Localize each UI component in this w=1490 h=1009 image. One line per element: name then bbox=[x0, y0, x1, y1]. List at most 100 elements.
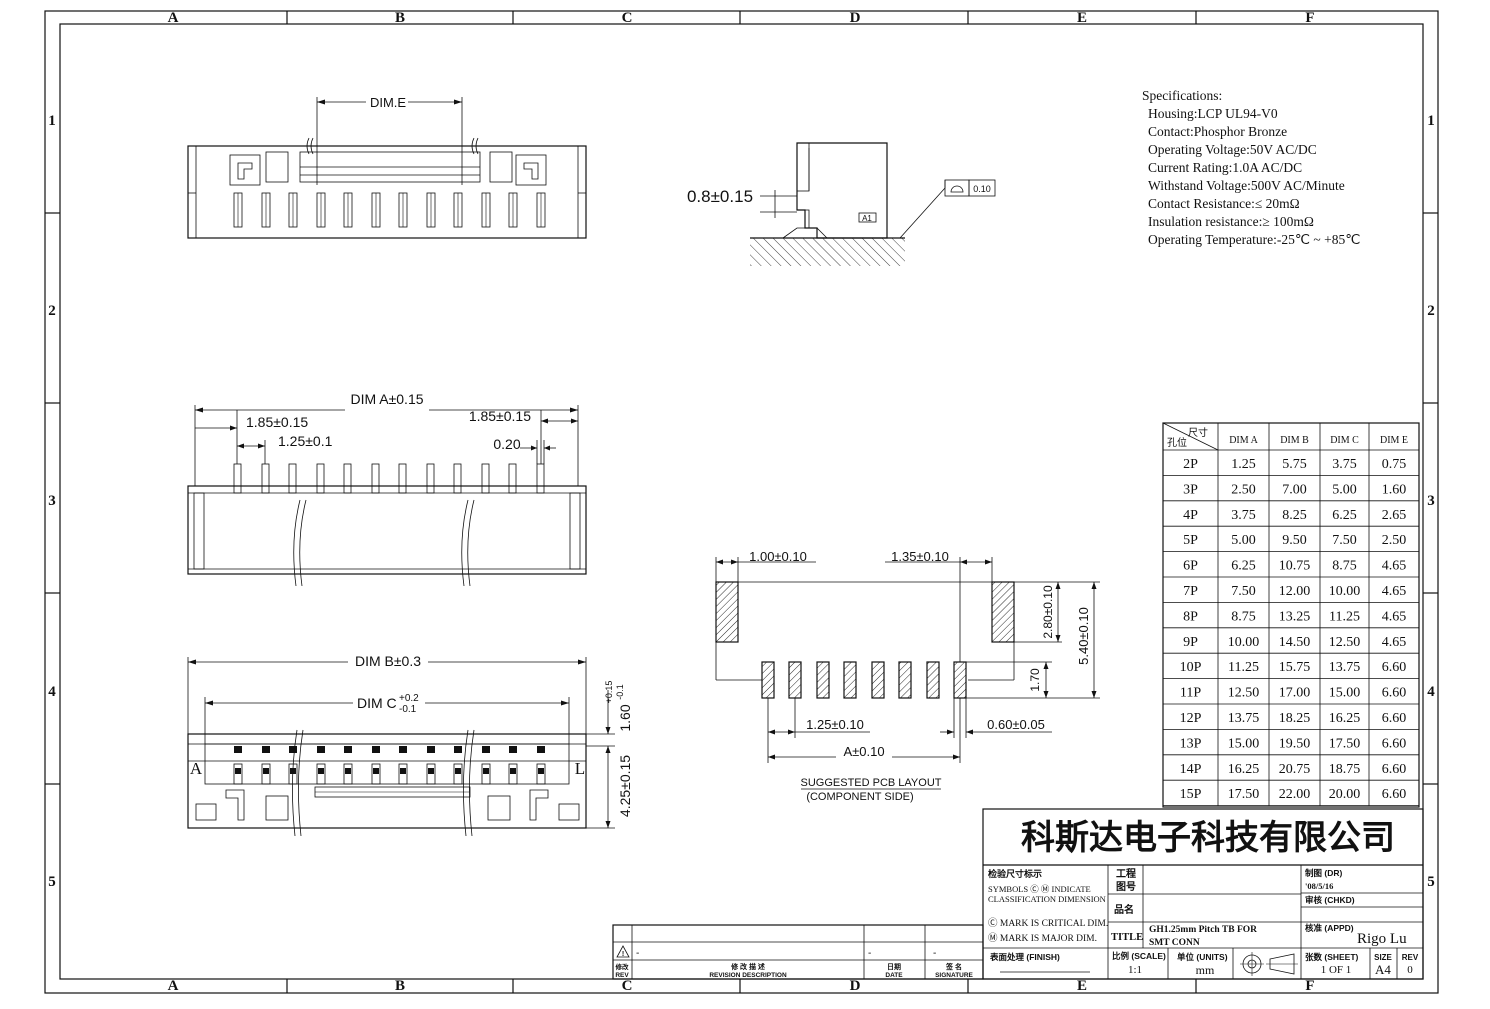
date-header-en: DATE bbox=[885, 972, 903, 979]
right-offset-dim: 1.85±0.15 bbox=[469, 408, 531, 424]
table-cell: 6.60 bbox=[1382, 762, 1407, 777]
col-label-bottom: D bbox=[850, 978, 861, 994]
rev-value: 0 bbox=[1407, 964, 1413, 976]
dim-c-tol-upper: +0.2 bbox=[399, 693, 419, 704]
table-cell: 10.00 bbox=[1329, 584, 1361, 599]
pcb-signal-pad bbox=[788, 661, 802, 699]
row-label-left: 5 bbox=[48, 874, 56, 890]
top-view-pin bbox=[233, 192, 243, 228]
size-label: SIZE bbox=[1374, 953, 1392, 962]
table-cell: 5.00 bbox=[1332, 482, 1357, 497]
sign-header-cn: 签 名 bbox=[945, 962, 962, 971]
col-label-bottom: A bbox=[168, 978, 179, 994]
table-cell: 12.00 bbox=[1279, 584, 1311, 599]
table-cell: 6.60 bbox=[1382, 711, 1407, 726]
table-cell: 2.50 bbox=[1382, 533, 1407, 548]
table-row-pin-count: 8P bbox=[1183, 609, 1198, 624]
table-cell: 3.75 bbox=[1332, 457, 1357, 472]
dim-a-label: DIM A±0.15 bbox=[350, 391, 423, 407]
front-view-pin bbox=[426, 463, 435, 494]
bottom-label-left: A bbox=[190, 759, 203, 778]
table-cell: 6.60 bbox=[1382, 660, 1407, 675]
table-cell: 9.50 bbox=[1282, 533, 1307, 548]
side-view: A1 0.8±0.15 0.10 bbox=[687, 142, 996, 266]
table-cell: 6.60 bbox=[1382, 736, 1407, 751]
row-label-right: 2 bbox=[1427, 303, 1435, 319]
row-label-right: 3 bbox=[1427, 493, 1435, 509]
pin-width-dim: 0.20 bbox=[493, 436, 520, 452]
table-row-pin-count: 11P bbox=[1180, 686, 1201, 701]
col-label-bottom: C bbox=[622, 978, 633, 994]
svg-text:!: ! bbox=[622, 951, 624, 958]
datum-label: A1 bbox=[862, 214, 872, 223]
date-header-cn: 日期 bbox=[887, 962, 901, 971]
rev-header-en: REV bbox=[615, 972, 629, 979]
specifications-heading: Specifications: bbox=[1142, 88, 1222, 103]
spec-line: Insulation resistance:≥ 100mΩ bbox=[1148, 214, 1314, 229]
table-header: DIM B bbox=[1280, 435, 1309, 446]
units-value: mm bbox=[1196, 963, 1215, 977]
top-view-pin bbox=[316, 192, 326, 228]
table-cell: 4.65 bbox=[1382, 635, 1407, 650]
row-label-left: 4 bbox=[48, 684, 56, 700]
table-cell: 8.75 bbox=[1231, 609, 1256, 624]
table-row-pin-count: 3P bbox=[1183, 482, 1198, 497]
company-name: 科斯达电子科技有限公司 bbox=[1021, 819, 1395, 857]
tab-offset-dim: 1.35±0.10 bbox=[891, 549, 949, 564]
table-header: DIM C bbox=[1330, 435, 1359, 446]
front-view-pin bbox=[481, 463, 490, 494]
col-label-bottom: E bbox=[1077, 978, 1087, 994]
spec-line: Contact:Phosphor Bronze bbox=[1148, 124, 1287, 139]
table-cell: 6.60 bbox=[1382, 686, 1407, 701]
row-label-left: 2 bbox=[48, 303, 56, 319]
title-line-1: GH1.25mm Pitch TB FOR bbox=[1149, 925, 1257, 935]
front-view-pin bbox=[371, 463, 380, 494]
approved-label: 核准 (APPD) bbox=[1305, 923, 1354, 933]
span-dim: A±0.10 bbox=[843, 744, 884, 759]
drawn-date: '08/5/16 bbox=[1305, 881, 1333, 891]
side-height-dim: 0.8±0.15 bbox=[687, 187, 753, 206]
bottom-view-pin bbox=[398, 746, 408, 785]
overall-height-dim: 5.40±0.10 bbox=[1076, 607, 1091, 665]
rev-label: REV bbox=[1402, 953, 1419, 962]
pcb-caption-2: (COMPONENT SIDE) bbox=[806, 791, 913, 803]
table-cell: 12.50 bbox=[1329, 635, 1361, 650]
revision-triangle-icon bbox=[616, 945, 630, 958]
table-row-pin-count: 13P bbox=[1180, 736, 1202, 751]
table-cell: 17.50 bbox=[1228, 787, 1260, 802]
table-cell: 5.00 bbox=[1231, 533, 1256, 548]
front-view-pin bbox=[508, 463, 517, 494]
approved-by: Rigo Lu bbox=[1357, 931, 1407, 947]
critical-mark-note: Ⓒ MARK IS CRITICAL DIM. bbox=[988, 918, 1108, 929]
bottom-view-pin bbox=[343, 746, 353, 785]
table-cell: 12.50 bbox=[1228, 686, 1260, 701]
front-view-pin bbox=[233, 463, 242, 494]
table-cell: 1.60 bbox=[1382, 482, 1407, 497]
row-label-right: 1 bbox=[1427, 113, 1435, 129]
pcb-signal-pad bbox=[953, 661, 967, 699]
bottom-view-pin bbox=[371, 746, 381, 785]
table-cell: 7.50 bbox=[1231, 584, 1256, 599]
flatness-value: 0.10 bbox=[973, 184, 991, 194]
front-view-pin bbox=[453, 463, 462, 494]
pad-width-dim: 0.60±0.05 bbox=[987, 717, 1045, 732]
front-view-pin bbox=[536, 463, 545, 494]
pcb-signal-pad bbox=[926, 661, 940, 699]
col-label-top: A bbox=[168, 10, 179, 26]
front-pitch-dim: 1.25±0.1 bbox=[278, 433, 333, 449]
spec-line: Operating Voltage:50V AC/DC bbox=[1148, 142, 1317, 157]
table-cell: 3.75 bbox=[1231, 508, 1256, 523]
desc-header-cn: 修 改 描 述 bbox=[730, 962, 765, 971]
col-label-top: E bbox=[1077, 10, 1087, 26]
pcb-signal-pad bbox=[816, 661, 830, 699]
spec-line: Current Rating:1.0A AC/DC bbox=[1148, 160, 1302, 175]
pcb-mount-pad bbox=[991, 581, 1015, 643]
table-row-pin-count: 7P bbox=[1183, 584, 1198, 599]
table-cell: 15.00 bbox=[1329, 686, 1361, 701]
table-row-pin-count: 5P bbox=[1183, 533, 1198, 548]
grid-labels: A B C D E F A B C D E F 1 2 3 4 5 1 2 3 … bbox=[48, 10, 1435, 994]
table-cell: 11.25 bbox=[1329, 609, 1360, 624]
top-view-pin bbox=[481, 192, 491, 228]
sheet-label: 张数 (SHEET) bbox=[1305, 952, 1359, 962]
table-cell: 15.75 bbox=[1279, 660, 1311, 675]
